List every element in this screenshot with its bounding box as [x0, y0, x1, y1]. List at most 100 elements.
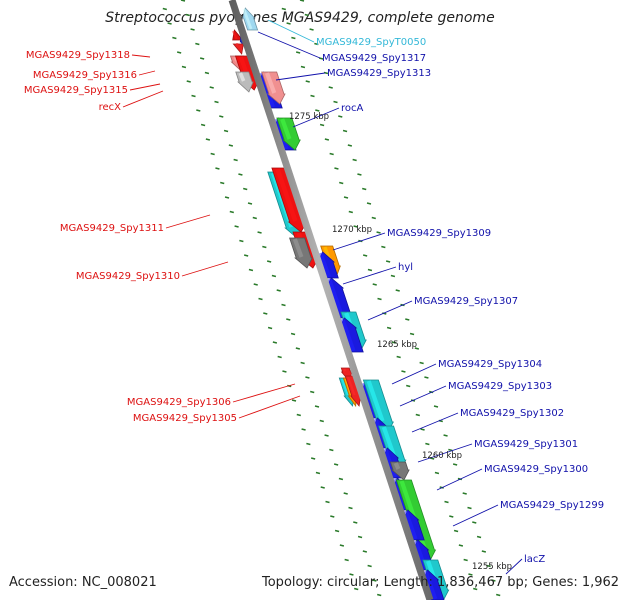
- scale-tick: [180, 0, 186, 2]
- scale-tick: [371, 216, 376, 220]
- scale-tick: [486, 564, 491, 568]
- gene-label-right[interactable]: MGAS9429_Spy1300: [484, 464, 588, 475]
- leader-line: [391, 363, 437, 385]
- scale-tick: [481, 550, 487, 553]
- scale-tick: [277, 355, 282, 359]
- scale-tick: [353, 521, 358, 524]
- genome-backbone: [228, 0, 434, 600]
- gene-highlight: [340, 318, 356, 352]
- scale-tick: [453, 529, 459, 533]
- gene-label-left[interactable]: MGAS9429_Spy1315: [24, 85, 128, 96]
- scale-tick: [372, 579, 377, 582]
- scale-tick: [339, 181, 344, 185]
- scale-tick: [266, 260, 272, 263]
- scale-tick: [310, 457, 316, 460]
- leader-line: [452, 504, 499, 527]
- scale-tick: [405, 318, 410, 321]
- gene-label-right[interactable]: MGAS9429_Spy1303: [448, 381, 552, 392]
- scale-tick: [219, 115, 224, 118]
- gene-highlight: [327, 278, 345, 318]
- scale-tick: [223, 129, 229, 133]
- scale-tick: [190, 28, 195, 31]
- scale-tick: [263, 312, 268, 315]
- accession-number: Accession: NC_008021: [9, 575, 157, 590]
- scale-tick: [185, 13, 190, 17]
- scale-tick: [204, 71, 210, 75]
- leader-line: [165, 214, 211, 229]
- gene-label-right[interactable]: MGAS9429_Spy1307: [414, 296, 518, 307]
- scale-tick: [324, 434, 329, 437]
- kbp-label: 1275 kbp: [289, 112, 329, 122]
- leader-line: [129, 83, 161, 91]
- gene-arrow[interactable]: [232, 43, 244, 55]
- kbp-label: 1255 kbp: [472, 562, 512, 572]
- scale-tick: [377, 593, 382, 597]
- gene-label-right[interactable]: MGAS9429_Spy1304: [438, 359, 542, 370]
- gene-label-left[interactable]: MGAS9429_Spy1311: [60, 223, 164, 234]
- leader-line: [292, 107, 340, 128]
- scale-tick: [315, 471, 321, 475]
- leader-line: [367, 300, 413, 321]
- scale-tick: [376, 231, 381, 234]
- gene-label-right[interactable]: lacZ: [524, 554, 545, 565]
- gene-highlight: [343, 368, 347, 372]
- scale-tick: [195, 42, 200, 46]
- scale-tick: [338, 115, 343, 118]
- scale-tick: [301, 428, 306, 431]
- gene-label-right[interactable]: MGAS9429_Spy1299: [500, 500, 604, 511]
- gene-label-right[interactable]: hyl: [398, 262, 413, 273]
- gene-highlight: [292, 238, 304, 258]
- scale-tick: [252, 216, 257, 220]
- gene-label-left[interactable]: MGAS9429_Spy1305: [133, 413, 237, 424]
- scale-tick: [386, 326, 392, 330]
- scale-tick: [210, 152, 215, 156]
- scale-tick: [343, 196, 349, 199]
- scale-tick: [419, 361, 424, 365]
- leader-line: [122, 90, 164, 108]
- gene-label-left[interactable]: MGAS9429_Spy1306: [127, 397, 231, 408]
- scale-tick: [354, 587, 359, 591]
- gene-label-right[interactable]: MGAS9429_Spy1317: [322, 53, 426, 64]
- gene-label-left[interactable]: MGAS9429_Spy1318: [26, 50, 130, 61]
- scale-tick: [473, 587, 478, 591]
- scale-tick: [267, 326, 273, 330]
- scale-tick: [406, 384, 411, 388]
- scale-tick: [343, 492, 348, 495]
- gene-label-right[interactable]: MGAS9429_SpyT0050: [316, 37, 426, 48]
- gene-label-right[interactable]: MGAS9429_Spy1309: [387, 228, 491, 239]
- genome-summary: Topology: circular; Length: 1,836,467 bp…: [262, 575, 619, 590]
- scale-tick: [309, 28, 314, 31]
- scale-tick: [353, 225, 358, 228]
- scale-tick: [409, 332, 415, 336]
- gene-highlight: [393, 462, 401, 470]
- gene-highlight: [318, 252, 332, 278]
- scale-tick: [325, 500, 330, 504]
- scale-tick: [458, 544, 464, 547]
- scale-tick: [396, 355, 401, 359]
- gene-label-left[interactable]: recX: [99, 102, 122, 113]
- gene-label-right[interactable]: rocA: [341, 103, 364, 114]
- gene-label-right[interactable]: MGAS9429_Spy1301: [474, 439, 578, 450]
- gene-highlight: [274, 118, 289, 150]
- scale-tick: [434, 471, 440, 475]
- gene-label-right[interactable]: MGAS9429_Spy1313: [327, 68, 431, 79]
- gene-features: [229, 7, 450, 600]
- scale-tick: [271, 274, 277, 278]
- gene-label-left[interactable]: MGAS9429_Spy1310: [76, 271, 180, 282]
- gene-label-left[interactable]: MGAS9429_Spy1316: [33, 70, 137, 81]
- page-title: Streptococcus pyogenes MGAS9429, complet…: [105, 10, 495, 26]
- scale-tick: [329, 448, 334, 452]
- scale-tick: [239, 239, 244, 243]
- leader-line: [417, 443, 473, 463]
- scale-tick: [333, 100, 338, 104]
- scale-tick: [214, 100, 219, 104]
- scale-tick: [209, 86, 214, 89]
- scale-tick: [472, 521, 477, 524]
- leader-line: [332, 232, 386, 251]
- kbp-label: 1265 kbp: [377, 340, 417, 350]
- gene-highlight: [242, 8, 253, 30]
- leader-line: [399, 385, 447, 407]
- gene-label-right[interactable]: MGAS9429_Spy1302: [460, 408, 564, 419]
- kbp-label: 1260 kbp: [422, 451, 462, 461]
- scale-tick: [286, 318, 291, 321]
